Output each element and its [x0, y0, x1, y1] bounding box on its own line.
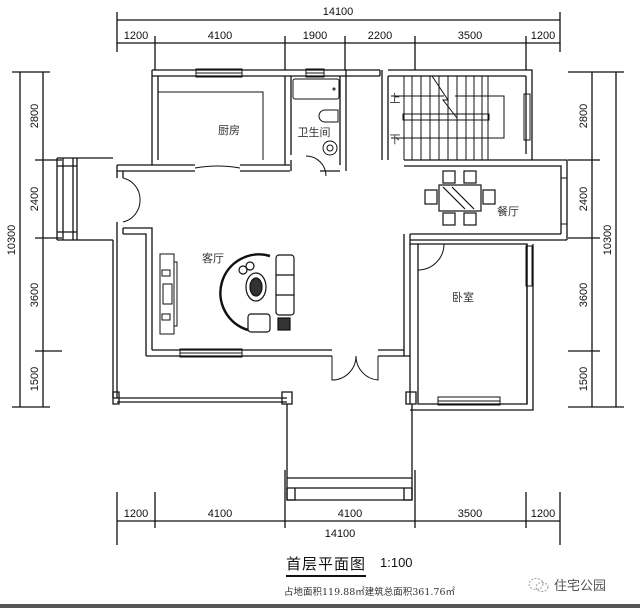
top-dim-6: 1200: [531, 30, 555, 42]
watermark-text: 住宅公园: [554, 579, 607, 594]
left-dim-2: 2400: [29, 187, 41, 211]
drawing-scale: 1:100: [380, 555, 413, 570]
left-total-dimension: 10300: [6, 225, 18, 256]
bottom-total-dimension: 14100: [325, 528, 356, 540]
room-label-bathroom: 卫生间: [298, 125, 331, 139]
top-dim-4: 2200: [368, 30, 392, 42]
right-dim-4: 1500: [578, 367, 590, 391]
toilet: [318, 109, 339, 123]
bottom-border: [0, 604, 640, 608]
sofa-set: [219, 253, 295, 333]
stairs-drawing: [391, 75, 505, 160]
top-dim-3: 1900: [303, 30, 327, 42]
walls: [56, 69, 568, 501]
area-note: 占地面积119.88㎡建筑总面积361.76㎡: [284, 587, 455, 598]
wechat-icon: [528, 577, 549, 592]
right-dim-1: 2800: [578, 104, 590, 128]
bottom-dimension-text: 1200 4100 4100 3500 1200 14100: [124, 508, 555, 540]
top-total-dimension: 14100: [323, 6, 354, 18]
kitchen-counter: [158, 91, 264, 160]
bathtub: [292, 78, 340, 100]
room-labels: 厨房 卫生间 客厅 餐厅 卧室 上 下: [202, 92, 519, 304]
room-label-kitchen: 厨房: [218, 124, 240, 137]
top-dimension-text: 14100 1200 4100 1900 2200 3500 1200: [124, 6, 555, 42]
watermark: 住宅公园: [528, 575, 606, 594]
room-label-dining-room: 餐厅: [497, 204, 519, 218]
right-total-dimension: 10300: [602, 225, 614, 256]
tv-cabinet: [159, 253, 178, 335]
top-dim-1: 1200: [124, 30, 148, 42]
dining-set: [424, 170, 496, 226]
top-dim-5: 3500: [458, 30, 482, 42]
left-dim-4: 1500: [29, 367, 41, 391]
right-dim-2: 2400: [578, 187, 590, 211]
room-label-living-room: 客厅: [202, 251, 224, 265]
drawing-title: 首层平面图: [286, 553, 367, 577]
room-label-bedroom: 卧室: [452, 290, 474, 304]
bottom-dimension-lines: [116, 470, 561, 545]
top-dimension-lines: [116, 12, 561, 70]
bottom-dim-5: 1200: [531, 508, 555, 520]
windows: [179, 68, 568, 406]
bottom-dim-3: 4100: [338, 508, 362, 520]
stairs-up-label: 上: [390, 92, 401, 105]
basin: [322, 140, 338, 156]
top-dim-2: 4100: [208, 30, 232, 42]
bottom-dim-4: 3500: [458, 508, 482, 520]
bathroom-fixtures: [292, 78, 340, 156]
left-dimension-text: 10300 2800 2400 3600 1500: [6, 104, 41, 391]
bottom-dim-1: 1200: [124, 508, 148, 520]
right-dimension-lines: [568, 71, 624, 408]
stairs-down-label: 下: [390, 133, 401, 146]
right-dim-3: 3600: [578, 283, 590, 307]
doors: [122, 155, 445, 381]
right-dimension-text: 10300 2800 2400 3600 1500: [578, 104, 614, 391]
left-dim-1: 2800: [29, 104, 41, 128]
bottom-dim-2: 4100: [208, 508, 232, 520]
left-dim-3: 3600: [29, 283, 41, 307]
